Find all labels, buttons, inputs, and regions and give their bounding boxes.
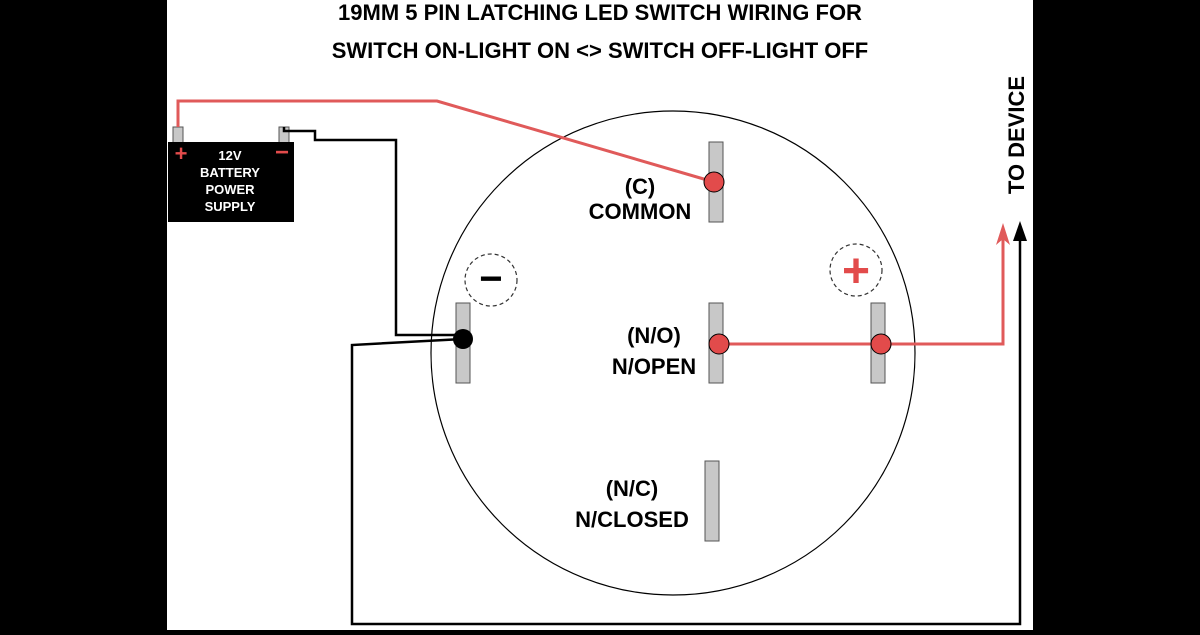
negative-wire-to-led-minus [282, 127, 463, 337]
battery-box [168, 142, 294, 222]
battery-label-line-3: POWER [205, 182, 255, 197]
battery-label-line-4: SUPPLY [205, 199, 256, 214]
switch-body-outline [430, 110, 916, 596]
title-line-2: SWITCH ON-LIGHT ON <> SWITCH OFF-LIGHT O… [332, 38, 869, 63]
positive-wire-to-common [176, 99, 715, 184]
to-device-label: TO DEVICE [1004, 76, 1029, 194]
normally-open-connection-dot [708, 333, 730, 355]
normally-open-label-line-2: N/OPEN [612, 354, 696, 379]
led-negative-marker-outline [464, 253, 518, 307]
led-negative-symbol: − [479, 257, 502, 301]
battery-label-line-2: BATTERY [200, 165, 260, 180]
common-connection-dot [703, 171, 725, 193]
title-line-1: 19MM 5 PIN LATCHING LED SWITCH WIRING FO… [338, 0, 862, 25]
battery-power-supply: + − 12V BATTERY POWER SUPPLY [168, 126, 294, 222]
battery-plus-symbol: + [175, 141, 188, 166]
battery-voltage-label: 12V [218, 148, 241, 163]
device-feed-arrowhead [996, 223, 1010, 245]
led-positive-connection-dot [870, 333, 892, 355]
led-negative-connection-dot [453, 329, 473, 349]
battery-minus-symbol: − [275, 139, 289, 166]
drawing-area [167, 0, 1033, 630]
terminal-normally-closed [704, 460, 720, 542]
led-positive-marker-outline [829, 243, 883, 297]
positive-wire-to-device [719, 238, 1005, 346]
common-label-line-2: COMMON [589, 199, 692, 224]
normally-closed-label-line-1: (N/C) [606, 476, 659, 501]
device-return-arrowhead [1013, 221, 1027, 241]
normally-closed-label-line-2: N/CLOSED [575, 507, 689, 532]
normally-open-label-line-1: (N/O) [627, 323, 681, 348]
common-label-line-1: (C) [625, 174, 656, 199]
led-positive-symbol: + [842, 245, 870, 298]
device-return-wire [350, 238, 1022, 626]
